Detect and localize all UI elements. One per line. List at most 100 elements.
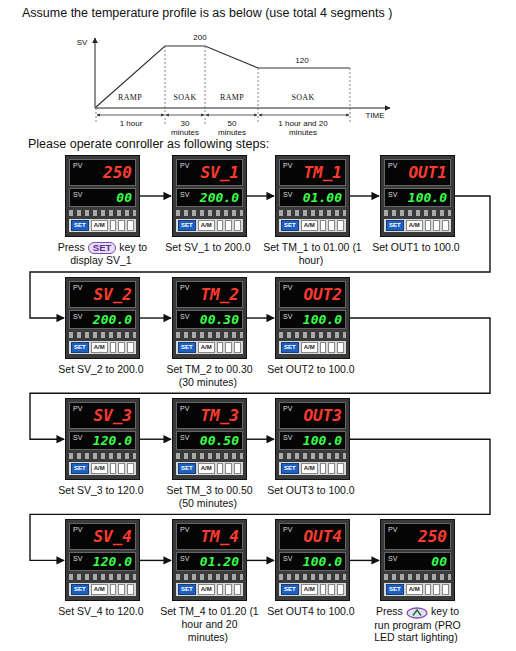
- display-tag: SV: [73, 191, 82, 198]
- key-row: SETA/M: [69, 219, 136, 232]
- caption-text: Set TM_3 to 00.50 (50 minutes): [166, 484, 252, 509]
- step-caption: Set OUT3 to 100.0: [263, 484, 363, 497]
- caption-text: Set TM_1 to 01.00 (1 hour): [263, 241, 361, 266]
- pv-readout: TM_4: [200, 527, 239, 546]
- key-row: SETA/M: [279, 219, 346, 232]
- controller-step: PVOUT3SV100.0SETA/MSet OUT3 to 100.0: [263, 398, 363, 497]
- pv-readout: SV_2: [93, 285, 132, 304]
- display-tag: PV: [283, 405, 292, 412]
- arrow-key: [425, 584, 432, 595]
- step-caption: PressSETkey to display SV_1: [53, 241, 153, 267]
- duration: 30 minutes: [168, 119, 202, 137]
- pv-readout: OUT2: [303, 285, 342, 304]
- sv-display: SV200.0: [176, 188, 243, 207]
- segment-dividers: [96, 46, 350, 124]
- controller-panel: PVSV_3SV120.0SETA/M: [65, 398, 140, 480]
- controller-step: PVTM_4SV01.20SETA/MSet TM_4 to 01.20 (1 …: [160, 519, 260, 643]
- arrow-key: [118, 220, 125, 231]
- pv-display: PVTM_2: [176, 281, 243, 308]
- pv-readout: TM_3: [200, 406, 239, 425]
- arrow-key: [328, 220, 335, 231]
- status-leds: [69, 453, 136, 459]
- controller-step: PVSV_1SV200.0SETA/MSet SV_1 to 200.0: [160, 155, 260, 254]
- segment-type: RAMP: [220, 93, 244, 102]
- duration: 1 hour and 20 minutes: [278, 119, 328, 137]
- heading: Assume the temperature profile is as bel…: [22, 6, 392, 20]
- sv-display: SV100.0: [384, 188, 451, 207]
- controller-panel: PVOUT2SV100.0SETA/M: [275, 277, 350, 359]
- arrow-key: [442, 220, 449, 231]
- dimension-line: [97, 115, 164, 116]
- display-tag: SV: [283, 313, 292, 320]
- set-key: SET: [71, 342, 89, 353]
- set-key: SET: [281, 342, 299, 353]
- arrow-key: [337, 220, 344, 231]
- am-key: A/M: [301, 342, 318, 353]
- pv-display: PVOUT1: [384, 159, 451, 186]
- step-arrow: [247, 439, 274, 440]
- status-leds: [176, 210, 243, 216]
- status-leds: [279, 574, 346, 580]
- arrow-key: [217, 584, 224, 595]
- set-key: SET: [386, 220, 404, 231]
- controller-step: PVSV_4SV120.0SETA/MSet SV_4 to 120.0: [53, 519, 153, 618]
- arrow-key: [217, 463, 224, 474]
- key-row: SETA/M: [69, 341, 136, 354]
- x-axis: [95, 108, 390, 109]
- caption-text: Press: [58, 241, 85, 253]
- step-arrow: [140, 195, 171, 196]
- controller-step: PVTM_2SV00.30SETA/MSet TM_2 to 00.30 (30…: [160, 277, 260, 388]
- pv-readout: SV_4: [93, 527, 132, 546]
- key-row: SETA/M: [176, 583, 243, 596]
- display-tag: SV: [180, 313, 189, 320]
- key-row: SETA/M: [69, 583, 136, 596]
- step-arrow: [140, 317, 171, 318]
- display-tag: PV: [180, 162, 189, 169]
- arrow-key: [110, 463, 117, 474]
- sv-readout: 01.20: [200, 554, 239, 569]
- status-leds: [69, 210, 136, 216]
- arrow-key: [118, 463, 125, 474]
- controller-panel: PV250SV00SETA/M: [380, 519, 455, 601]
- divider: [205, 46, 206, 124]
- step-caption: Set SV_1 to 200.0: [160, 241, 260, 254]
- display-tag: SV: [388, 555, 397, 562]
- sv-readout: 00.50: [200, 433, 239, 448]
- set-key: SET: [71, 463, 89, 474]
- step-caption: Set SV_3 to 120.0: [53, 484, 153, 497]
- set-key: SET: [281, 220, 299, 231]
- am-key: A/M: [198, 584, 215, 595]
- arrow-key: [127, 463, 134, 474]
- set-key: SET: [178, 220, 196, 231]
- step-arrow: [30, 318, 490, 439]
- status-leds: [279, 332, 346, 338]
- am-key: A/M: [198, 342, 215, 353]
- caption-text: Set OUT2 to 100.0: [267, 363, 355, 375]
- up-arrow: [413, 610, 421, 616]
- sv-readout: 00.30: [200, 312, 239, 327]
- step-caption: Set OUT2 to 100.0: [263, 363, 363, 376]
- sv-readout: 100.0: [408, 190, 447, 205]
- display-tag: PV: [180, 284, 189, 291]
- am-key: A/M: [91, 584, 108, 595]
- display-tag: PV: [283, 162, 292, 169]
- pv-readout: 250: [418, 527, 447, 546]
- arrow-key: [234, 220, 241, 231]
- controller-panel: PVSV_2SV200.0SETA/M: [65, 277, 140, 359]
- display-tag: PV: [73, 162, 82, 169]
- heading: Please operate conroller as following st…: [28, 137, 269, 151]
- segment-type: SOAK: [174, 93, 197, 102]
- pv-display: PVSV_4: [69, 523, 136, 550]
- sv-readout: 00: [431, 554, 447, 569]
- pv-display: PVOUT4: [279, 523, 346, 550]
- pv-display: PVTM_3: [176, 402, 243, 429]
- step-caption: Set TM_3 to 00.50 (50 minutes): [160, 484, 260, 509]
- display-tag: SV: [73, 555, 82, 562]
- temperature-profile: [96, 46, 350, 107]
- status-leds: [69, 574, 136, 580]
- key-row: SETA/M: [384, 583, 451, 596]
- pv-readout: TM_1: [303, 163, 342, 182]
- caption-text: Set TM_2 to 00.30 (30 minutes): [166, 363, 252, 388]
- controller-panel: PVTM_2SV00.30SETA/M: [172, 277, 247, 359]
- controller-step: PVOUT1SV100.0SETA/MSet OUT1 to 100.0: [368, 155, 468, 254]
